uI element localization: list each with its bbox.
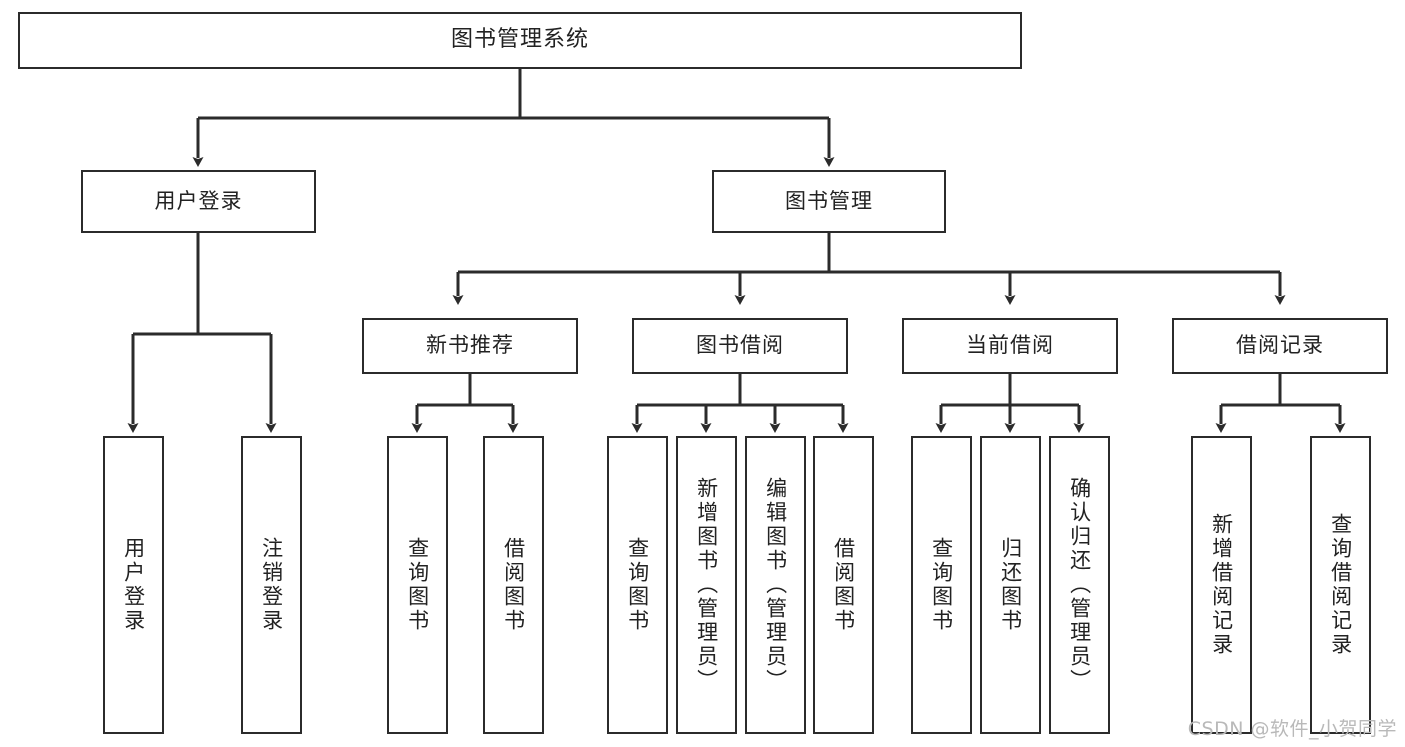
node-current-borrow[interactable]: 当前借阅 xyxy=(902,318,1118,374)
leaf-label: 查询图书 xyxy=(625,537,650,633)
leaf-borrow-book[interactable]: 借阅图书 xyxy=(813,436,874,734)
leaf-user-login[interactable]: 用户登录 xyxy=(103,436,164,734)
node-book-management[interactable]: 图书管理 xyxy=(712,170,946,233)
leaf-label: 新增借阅记录 xyxy=(1209,513,1234,657)
leaf-confirm-return-admin[interactable]: 确认归还（管理员） xyxy=(1049,436,1110,734)
csdn-watermark: CSDN @软件_小贺同学 xyxy=(1187,718,1397,740)
leaf-label: 用户登录 xyxy=(121,537,146,633)
node-user-login[interactable]: 用户登录 xyxy=(81,170,316,233)
leaf-borrow-book-new[interactable]: 借阅图书 xyxy=(483,436,544,734)
node-borrow-record[interactable]: 借阅记录 xyxy=(1172,318,1388,374)
leaf-return-book[interactable]: 归还图书 xyxy=(980,436,1041,734)
leaf-logout[interactable]: 注销登录 xyxy=(241,436,302,734)
leaf-label: 注销登录 xyxy=(259,537,284,633)
node-new-book-recommend[interactable]: 新书推荐 xyxy=(362,318,578,374)
node-root-system[interactable]: 图书管理系统 xyxy=(18,12,1022,69)
leaf-query-book-new[interactable]: 查询图书 xyxy=(387,436,448,734)
leaf-label: 确认归还（管理员） xyxy=(1067,477,1092,693)
leaf-add-book-admin[interactable]: 新增图书（管理员） xyxy=(676,436,737,734)
leaf-label: 查询图书 xyxy=(929,537,954,633)
leaf-query-borrow-record[interactable]: 查询借阅记录 xyxy=(1310,436,1371,734)
leaf-label: 编辑图书（管理员） xyxy=(763,477,788,693)
leaf-label: 借阅图书 xyxy=(831,537,856,633)
node-book-borrow[interactable]: 图书借阅 xyxy=(632,318,848,374)
leaf-add-borrow-record[interactable]: 新增借阅记录 xyxy=(1191,436,1252,734)
leaf-query-book-borrow[interactable]: 查询图书 xyxy=(607,436,668,734)
leaf-label: 归还图书 xyxy=(998,537,1023,633)
leaf-label: 查询借阅记录 xyxy=(1328,513,1353,657)
leaf-label: 借阅图书 xyxy=(501,537,526,633)
leaf-query-book-current[interactable]: 查询图书 xyxy=(911,436,972,734)
leaf-edit-book-admin[interactable]: 编辑图书（管理员） xyxy=(745,436,806,734)
leaf-label: 查询图书 xyxy=(405,537,430,633)
leaf-label: 新增图书（管理员） xyxy=(694,477,719,693)
